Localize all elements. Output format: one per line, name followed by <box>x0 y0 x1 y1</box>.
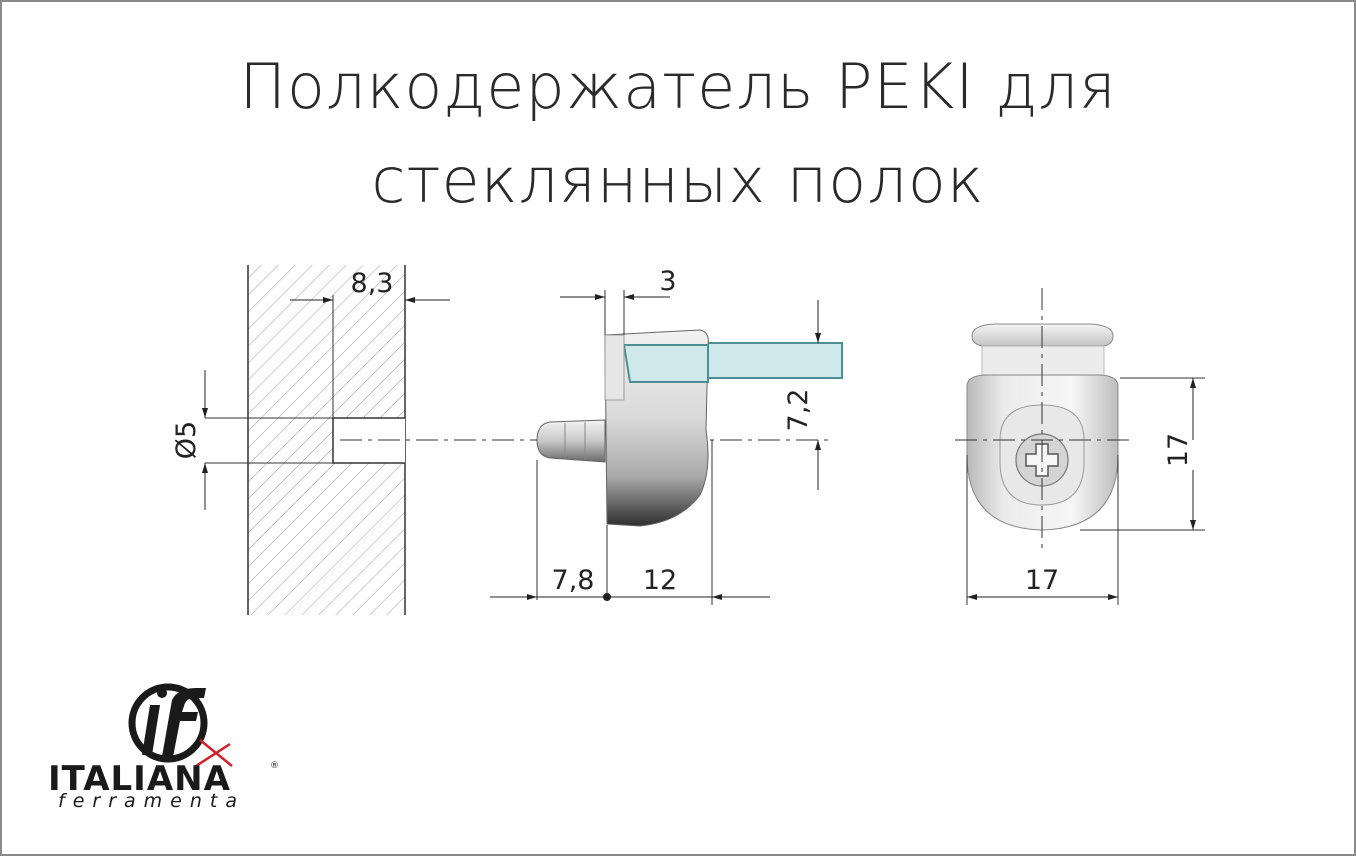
front-view: 17 17 <box>955 288 1205 605</box>
glass-thickness-label: 7,2 <box>783 389 814 432</box>
holder-neck <box>981 345 1105 377</box>
title-line-2: стеклянных полок <box>371 144 985 217</box>
body-width-label: 17 <box>1025 565 1059 596</box>
glass-in-slot <box>622 344 709 383</box>
brand-subtitle: ferramenta <box>58 790 245 812</box>
holder-lip <box>604 334 625 401</box>
brand-name: ITALIANA <box>48 759 231 799</box>
drill-hole-outline <box>332 417 405 464</box>
brand-logo: ITALIANA ® ferramenta <box>48 683 279 812</box>
title-line-1: Полкодержатель PEKI для <box>239 50 1117 123</box>
lip-width-label: 3 <box>659 266 676 297</box>
side-view: 3 7,2 7,8 12 <box>490 266 843 605</box>
page-title: Полкодержатель PEKI для стеклянных полок <box>2 40 1354 228</box>
holder-pin <box>536 419 606 463</box>
datum-dot <box>603 593 611 601</box>
pin-length-label: 7,8 <box>552 565 595 596</box>
body-height-label: 17 <box>1163 433 1194 467</box>
hole-diameter-label: Ø5 <box>171 421 202 459</box>
if-monogram-icon <box>128 683 233 768</box>
accent-stroke-2 <box>195 742 231 768</box>
registered-mark: ® <box>270 761 279 771</box>
hole-depth-label: 8,3 <box>351 268 394 299</box>
body-depth-label: 12 <box>643 565 677 596</box>
